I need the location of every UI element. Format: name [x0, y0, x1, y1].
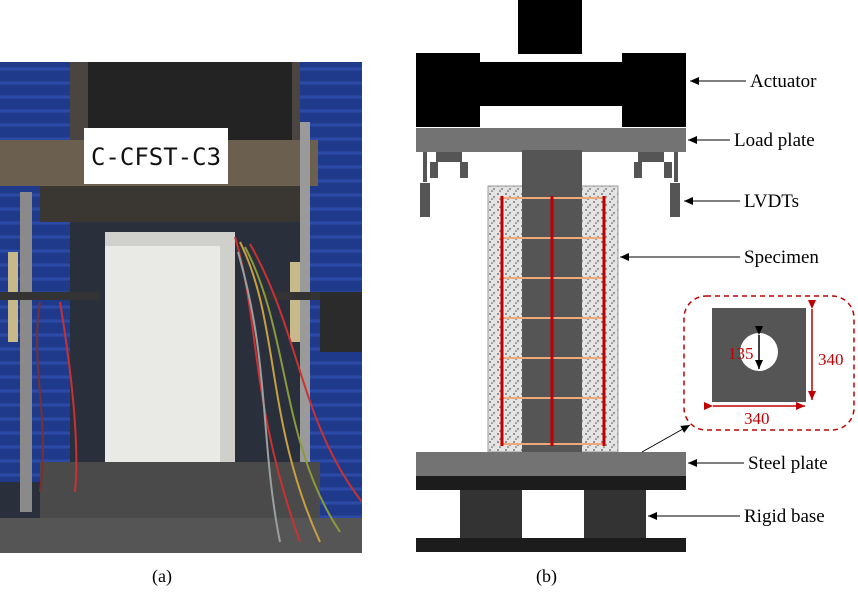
- label-actuator: Actuator: [750, 71, 817, 92]
- specimen: [487, 150, 619, 453]
- lvdt-left: [420, 152, 468, 217]
- rigid-base: [416, 476, 686, 552]
- steel-plate: [416, 452, 686, 476]
- width-dimension: 340: [744, 409, 770, 428]
- specimen-label-text: C-CFST-C3: [91, 143, 221, 171]
- label-lvdts: LVDTs: [744, 191, 799, 212]
- hole-dimension: 135: [728, 344, 754, 363]
- label-load-plate: Load plate: [734, 130, 815, 151]
- actuator: [416, 0, 686, 127]
- lvdt-right: [634, 152, 680, 217]
- label-steel-plate: Steel plate: [748, 453, 828, 474]
- caption-a: (a): [152, 566, 172, 586]
- label-specimen: Specimen: [744, 247, 819, 268]
- test-setup-schematic: 135 340 340 Actuator Load plate LVDTs Sp…: [416, 0, 855, 552]
- test-setup-photo: C-CFST-C3: [0, 62, 362, 553]
- load-plate: [416, 128, 686, 152]
- specimen-label-card: [84, 128, 228, 184]
- height-dimension: 340: [818, 350, 844, 369]
- label-rigid-base: Rigid base: [744, 506, 825, 527]
- section-inset: 135 340 340: [683, 295, 855, 431]
- caption-b: (b): [536, 566, 557, 586]
